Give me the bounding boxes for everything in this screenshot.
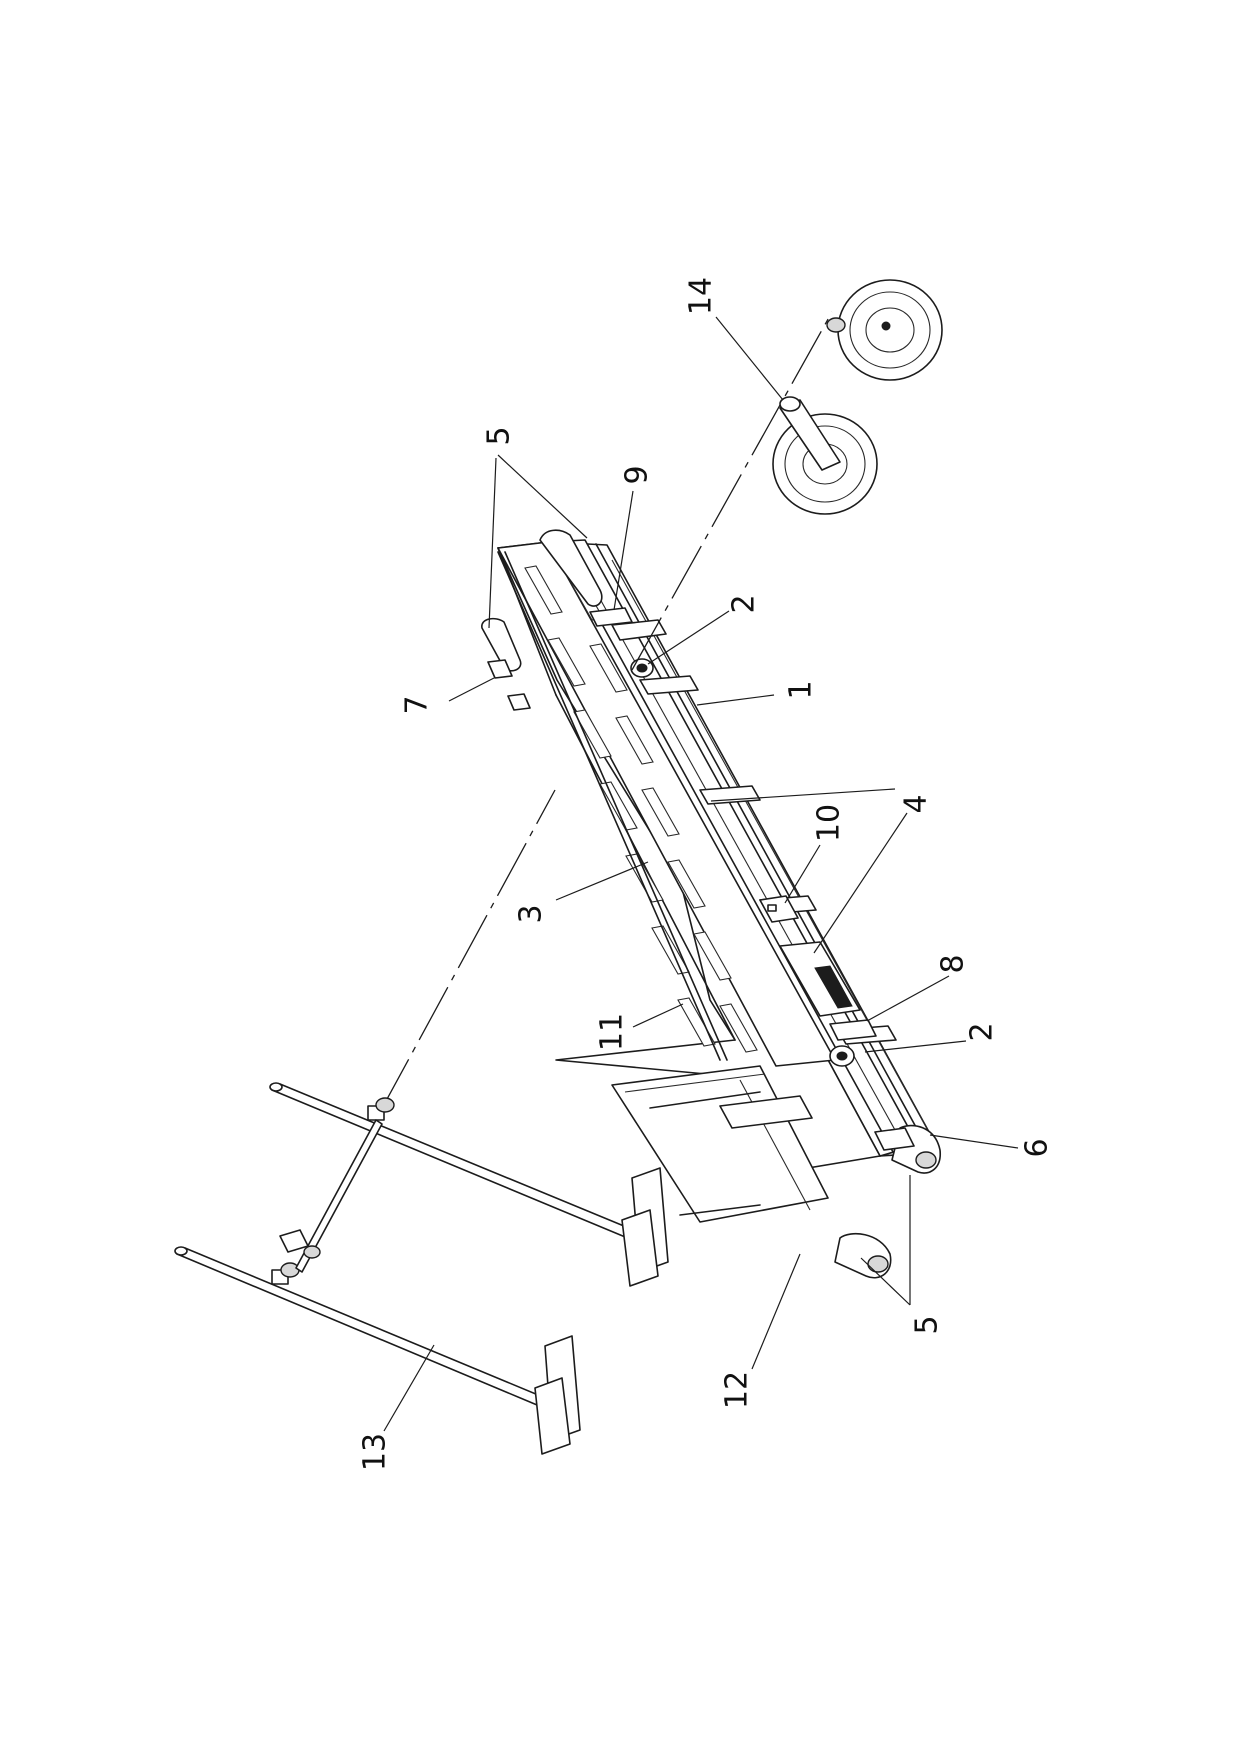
callout-6: 6 bbox=[1020, 1138, 1055, 1157]
callout-2-lower: 2 bbox=[965, 1022, 1000, 1041]
callout-2-upper: 2 bbox=[727, 594, 762, 613]
wheel-outer bbox=[837, 279, 943, 381]
stand-right bbox=[269, 1082, 669, 1287]
handle-top-right bbox=[539, 529, 603, 607]
side-rail bbox=[497, 551, 728, 1061]
callout-9: 9 bbox=[620, 465, 655, 484]
bracket-9 bbox=[589, 607, 633, 627]
callout-4: 4 bbox=[899, 794, 934, 813]
axle-stub bbox=[779, 317, 846, 471]
callout-8: 8 bbox=[936, 954, 971, 973]
callout-10: 10 bbox=[812, 804, 847, 842]
handle-bottom-left bbox=[834, 1232, 892, 1279]
bracket-8 bbox=[829, 1019, 877, 1041]
control-box bbox=[779, 941, 861, 1017]
bracket-10 bbox=[759, 895, 799, 923]
clamp-7 bbox=[487, 659, 531, 711]
callout-labels: 1 2 2 3 4 5 5 6 7 8 9 10 11 12 13 14 bbox=[358, 277, 1055, 1471]
deck-panel bbox=[497, 541, 881, 1177]
callout-3: 3 bbox=[514, 904, 549, 923]
callout-13: 13 bbox=[358, 1433, 393, 1471]
callout-5-top: 5 bbox=[482, 426, 517, 445]
callout-5-bottom: 5 bbox=[910, 1315, 945, 1334]
hub-upper bbox=[630, 658, 654, 678]
stand-left bbox=[174, 1246, 581, 1455]
leader-lines bbox=[383, 316, 1019, 1432]
hub-lower bbox=[829, 1045, 855, 1067]
callout-14: 14 bbox=[684, 277, 719, 315]
callout-11: 11 bbox=[595, 1013, 630, 1051]
ramp-plate bbox=[611, 1065, 829, 1223]
callout-12: 12 bbox=[720, 1371, 755, 1409]
stand-frame bbox=[174, 789, 669, 1455]
wheel-assembly bbox=[631, 279, 943, 671]
callout-7: 7 bbox=[400, 695, 435, 714]
corner-fitting bbox=[874, 1127, 915, 1151]
callout-1: 1 bbox=[784, 680, 819, 699]
